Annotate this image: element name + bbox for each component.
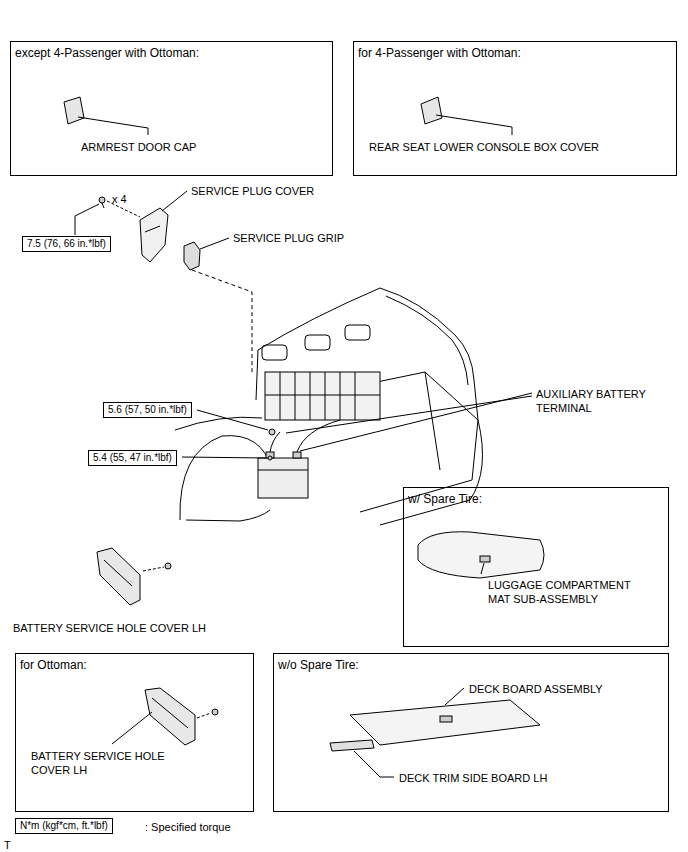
variant-panel: for 4-Passenger with Ottoman: REAR SEAT L… <box>353 41 677 176</box>
panel-heading: except 4-Passenger with Ottoman: <box>15 46 199 60</box>
torque-value: 7.5 (76, 66 in.*lbf) <box>27 238 106 249</box>
part-name: DECK TRIM SIDE BOARD LH <box>399 771 547 785</box>
part-name: SERVICE PLUG GRIP <box>233 231 344 245</box>
panel-heading: w/ Spare Tire: <box>408 492 482 506</box>
torque-value: 5.6 (57, 50 in.*lbf) <box>108 404 187 415</box>
part-name: AUXILIARY BATTERY TERMINAL <box>536 387 676 415</box>
quantity-label: x 4 <box>112 192 127 206</box>
part-name: DECK BOARD ASSEMBLY <box>469 682 603 696</box>
torque-box: 7.5 (76, 66 in.*lbf) <box>22 236 111 252</box>
torque-legend-box: N*m (kgf*cm, ft.*lbf) <box>15 818 113 834</box>
panel-heading: w/o Spare Tire: <box>278 658 359 672</box>
torque-value: 5.4 (55, 47 in.*lbf) <box>93 452 172 463</box>
panel-heading: for 4-Passenger with Ottoman: <box>358 46 521 60</box>
part-name: REAR SEAT LOWER CONSOLE BOX COVER <box>369 140 599 154</box>
variant-panel: w/o Spare Tire: DECK BOARD ASSEMBLY DECK T… <box>273 653 669 812</box>
variant-panel: except 4-Passenger with Ottoman: ARMREST … <box>10 41 333 176</box>
figure-code: T <box>4 838 11 852</box>
variant-panel: w/ Spare Tire: LUGGAGE COMPARTMENT MAT SU… <box>403 487 669 647</box>
variant-panel: for Ottoman: BATTERY SERVICE HOLE COVER L… <box>15 653 254 812</box>
part-name: BATTERY SERVICE HOLE COVER LH <box>13 621 206 635</box>
torque-unit: N*m (kgf*cm, ft.*lbf) <box>20 820 108 831</box>
torque-box: 5.6 (57, 50 in.*lbf) <box>103 402 192 418</box>
legend-text: : Specified torque <box>145 820 231 834</box>
part-name: ARMREST DOOR CAP <box>81 140 196 154</box>
part-name: SERVICE PLUG COVER <box>191 184 314 198</box>
part-name: LUGGAGE COMPARTMENT MAT SUB-ASSEMBLY <box>488 578 648 606</box>
torque-box: 5.4 (55, 47 in.*lbf) <box>88 450 177 466</box>
panel-heading: for Ottoman: <box>20 658 87 672</box>
part-name: BATTERY SERVICE HOLE COVER LH <box>31 749 191 777</box>
